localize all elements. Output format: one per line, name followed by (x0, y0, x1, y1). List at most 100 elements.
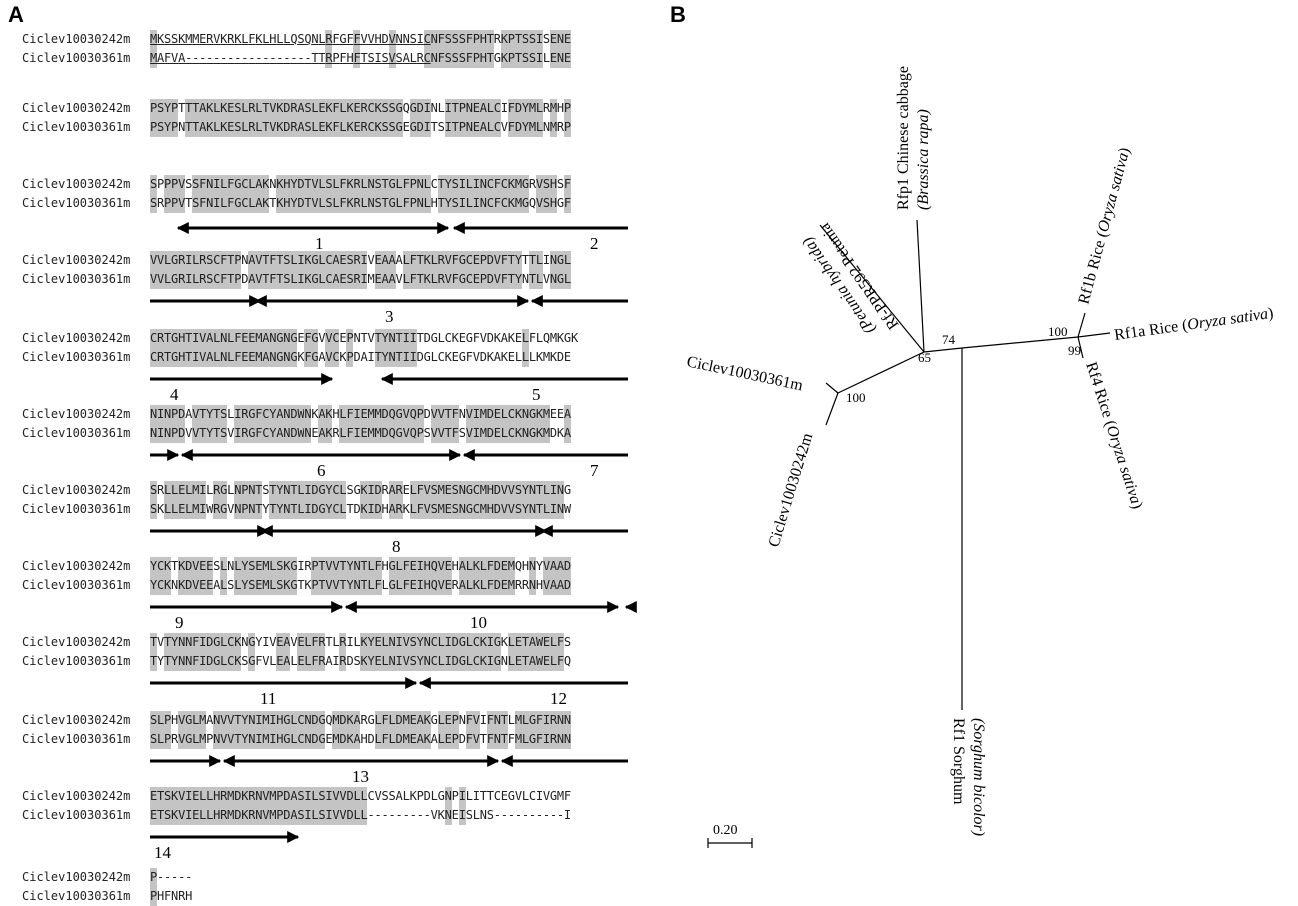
motif-label-13: 13 (352, 767, 369, 786)
sequence-residues: VVLGRILRSCFTPNAVTFTSLIKGLCAESRIVEAAALFTK… (150, 251, 571, 270)
motif-label-8: 8 (392, 537, 401, 556)
motif-label-11: 11 (260, 689, 276, 708)
branch-rf1a (1077, 332, 1111, 338)
branch-citrus-internal (837, 351, 925, 394)
taxon-rf1a-name: Rf1a Rice ( (1113, 317, 1188, 344)
taxon-c242: Ciclev10030242m (766, 431, 817, 550)
motif-label-6: 6 (317, 461, 326, 480)
taxon-rfp1-species: (Brassica rapa) (915, 109, 932, 210)
sequence-residues: ETSKVIELLHRMDKRNVMPDASILSIVVDLLCVSSALKPD… (150, 787, 571, 806)
alignment-block: Ciclev10030242m VVLGRILRSCFTPNAVTFTSLIKGL… (22, 249, 571, 289)
sequence-residues: CRTGHTIVALNLFEEMANGNGKFGAVCKPDAITYNTIIDG… (150, 348, 571, 367)
sequence-name: Ciclev10030242m (22, 177, 131, 191)
sequence-residues: SLPRVGLMPNVVTYNIMIHGLCNDGEMDKAHDLFLDMEAK… (150, 730, 571, 749)
panel-label-a: A (8, 2, 24, 27)
taxon-rf4-close: ) (1128, 501, 1146, 511)
sequence-residues: NINPDVVTYTSVIRGFCYANDWNEAKRLFIEMMDQGVQPS… (150, 424, 571, 443)
sequence-residues: SPPPVSSFNILFGCLAKNKHYDTVLSLFKRLNSTGLFPNL… (150, 175, 571, 194)
taxon-rf4-name: Rf4 Rice ( (1082, 360, 1119, 429)
taxon-rf1b-species: Oryza sativa (1095, 151, 1132, 234)
branch-internal-rice (961, 336, 1079, 349)
motif-arrows: 1 2 3 4 5 6 7 8 9 10 11 12 13 14 (150, 222, 637, 862)
sequence-name: Ciclev10030361m (22, 502, 131, 516)
alignment-row: Ciclev10030242m TVTYNNFIDGLCKNGYIVEAVELFR… (22, 631, 571, 652)
branch-rfp1 (916, 219, 925, 353)
taxon-rf1b-name: Rf1b Rice ( (1075, 230, 1111, 307)
branch-internal-main (923, 347, 963, 353)
motif-label-12: 12 (550, 689, 567, 708)
bootstrap-100-citrus: 100 (846, 390, 866, 405)
sequence-name: Ciclev10030242m (22, 635, 131, 649)
phylogenetic-tree: Rfp1 Chinese cabbage (Brassica rapa) Rf-… (685, 62, 1274, 848)
branch-rf4 (1077, 336, 1084, 359)
sequence-name: Ciclev10030242m (22, 559, 131, 573)
sequence-residues: PHFNRH (150, 887, 192, 906)
taxon-rf1a-species: Oryza sativa (1186, 306, 1269, 334)
sequence-residues: ETSKVIELLHRMDKRNVMPDASILSIVVDLL---------… (150, 806, 571, 825)
taxon-rf1-sorghum-name: Rf1 Sorghum (950, 718, 967, 805)
taxon-rfp1: Rfp1 Chinese cabbage (Brassica rapa) (895, 62, 932, 210)
motif-label-14: 14 (154, 843, 172, 862)
alignment-row: Ciclev10030242m P----- (22, 866, 192, 887)
motif-label-9: 9 (175, 613, 184, 632)
alignment-row: Ciclev10030361m SLPRVGLMPNVVTYNIMIHGLCNDG… (22, 728, 571, 749)
sequence-name: Ciclev10030361m (22, 732, 131, 746)
sequence-residues: SLPHVGLMANVVTYNIMIHGLCNDGQMDKARGLFLDMEAK… (150, 711, 571, 730)
alignment-row: Ciclev10030242m NINPDAVTYTSLIRGFCYANDWNKA… (22, 403, 571, 424)
taxon-rf1b-close: ) (1116, 146, 1134, 156)
sequence-name: Ciclev10030242m (22, 331, 131, 345)
taxon-rf1b: Rf1b Rice (Oryza sativa) (1075, 146, 1133, 306)
motif-label-7: 7 (590, 461, 599, 480)
sequence-residues: MKSSKMMERVKRKLFKLHLLQSQNLRFGFFVVHDVNNSIC… (150, 30, 571, 49)
sequence-residues: NINPDAVTYTSLIRGFCYANDWNKAKHLFIEMMDQGVQPD… (150, 405, 571, 424)
bootstrap-100-rice: 100 (1048, 324, 1068, 339)
bootstrap-99: 99 (1068, 343, 1081, 358)
sequence-name: Ciclev10030361m (22, 889, 131, 903)
taxon-rf1-sorghum: Rf1 Sorghum (Sorghum bicolor) (950, 718, 987, 836)
taxon-rfp1-name: Rfp1 Chinese cabbage (895, 66, 912, 210)
sequence-alignment: Ciclev10030242m MKSSKMMERVKRKLFKLHLLQSQNL… (22, 28, 642, 906)
alignment-block: Ciclev10030242m SPPPVSSFNILFGCLAKNKHYDTVL… (22, 173, 571, 213)
bootstrap-65: 65 (918, 350, 931, 365)
alignment-block: Ciclev10030242m NINPDAVTYTSLIRGFCYANDWNKA… (22, 403, 571, 443)
taxon-rf1a: Rf1a Rice (Oryza sativa) (1113, 305, 1274, 344)
motif-label-5: 5 (532, 385, 541, 404)
sequence-residues: P----- (150, 868, 192, 887)
sequence-name: Ciclev10030242m (22, 253, 131, 267)
sequence-name: Ciclev10030242m (22, 483, 131, 497)
sequence-residues: TYTYNNFIDGLCKSGFVLEALELFRAIRDSKYELNIVSYN… (150, 652, 571, 671)
branch-rfppr (819, 224, 925, 353)
sequence-residues: SRPPVTSFNILFGCLAKTKHYDTVLSLFKRLNSTGLFPNL… (150, 194, 571, 213)
sequence-name: Ciclev10030242m (22, 870, 131, 884)
sequence-residues: PSYPNTTAKLKESLRLTVKDRASLEKFLKERCKSSGEGDI… (150, 118, 571, 137)
motif-label-2: 2 (590, 234, 599, 253)
sequence-residues: YCKNKDVEEALSLYSEMLSKGTKPTVVTYNTLFLGLFEIH… (150, 576, 571, 595)
motif-label-3: 3 (385, 307, 394, 326)
sequence-name: Ciclev10030361m (22, 51, 131, 65)
sequence-residues: TVTYNNFIDGLCKNGYIVEAVELFRTLRILKYELNIVSYN… (150, 633, 571, 652)
sequence-name: Ciclev10030242m (22, 101, 131, 115)
sequence-name: Ciclev10030242m (22, 407, 131, 421)
motif-label-10: 10 (470, 613, 487, 632)
taxon-rf1a-close: ) (1267, 305, 1275, 323)
sequence-name: Ciclev10030361m (22, 654, 131, 668)
alignment-row: Ciclev10030242m SPPPVSSFNILFGCLAKNKHYDTVL… (22, 173, 571, 194)
taxon-rf1-sorghum-species: (Sorghum bicolor) (970, 718, 987, 836)
panel-label-b: B (670, 2, 686, 27)
